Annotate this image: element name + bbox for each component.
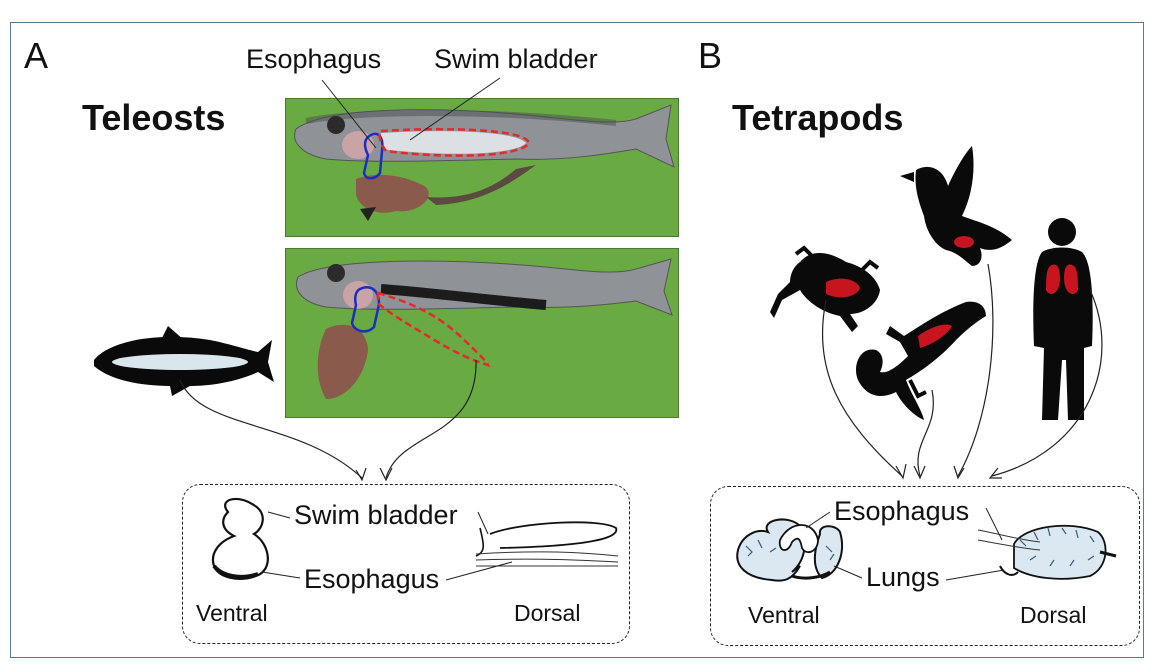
human-silhouette-icon xyxy=(1033,218,1093,420)
fish-dissection-photo-bottom xyxy=(285,248,679,418)
fish-silhouette-icon xyxy=(94,326,274,396)
panel-b-letter: B xyxy=(698,35,723,76)
tetrapod-dorsal-label: Dorsal xyxy=(1020,602,1087,628)
teleost-dorsal-label: Dorsal xyxy=(514,600,581,626)
swim-bladder-photo-label: Swim bladder xyxy=(434,44,598,74)
tetrapod-esophagus-label: Esophagus xyxy=(834,496,970,526)
dissected-fish-bottom xyxy=(296,258,673,399)
swim-bladder-outline-bottom xyxy=(376,291,491,367)
tetrapods-title: Tetrapods xyxy=(732,97,904,138)
frog-silhouette-icon xyxy=(770,245,880,332)
tetrapod-lungs-label: Lungs xyxy=(866,562,940,592)
teleost-ventral-label: Ventral xyxy=(196,600,268,626)
tetrapod-schematic-box xyxy=(710,486,1140,646)
teleost-dorsal-section xyxy=(475,521,619,567)
tetrapod-ventral-cross-section xyxy=(736,518,843,582)
teleost-swim-bladder-label: Swim bladder xyxy=(294,500,458,530)
fish-dissection-photo-top xyxy=(285,98,679,237)
teleosts-title: Teleosts xyxy=(82,97,226,138)
esophagus-outline-bottom xyxy=(350,286,381,333)
tetrapod-ventral-label: Ventral xyxy=(748,602,820,628)
dissected-fish-top xyxy=(294,104,675,221)
teleost-esophagus-label: Esophagus xyxy=(304,564,440,594)
swim-bladder-outline-top xyxy=(378,127,531,157)
tetrapod-dorsal-section xyxy=(977,524,1117,580)
teleost-schematic-box xyxy=(182,484,630,644)
panel-a-letter: A xyxy=(24,35,49,76)
lizard-silhouette-icon xyxy=(856,301,986,420)
esophagus-photo-label: Esophagus xyxy=(246,44,382,74)
bird-silhouette-icon xyxy=(900,146,1012,266)
teleost-ventral-cross-section xyxy=(211,497,269,580)
